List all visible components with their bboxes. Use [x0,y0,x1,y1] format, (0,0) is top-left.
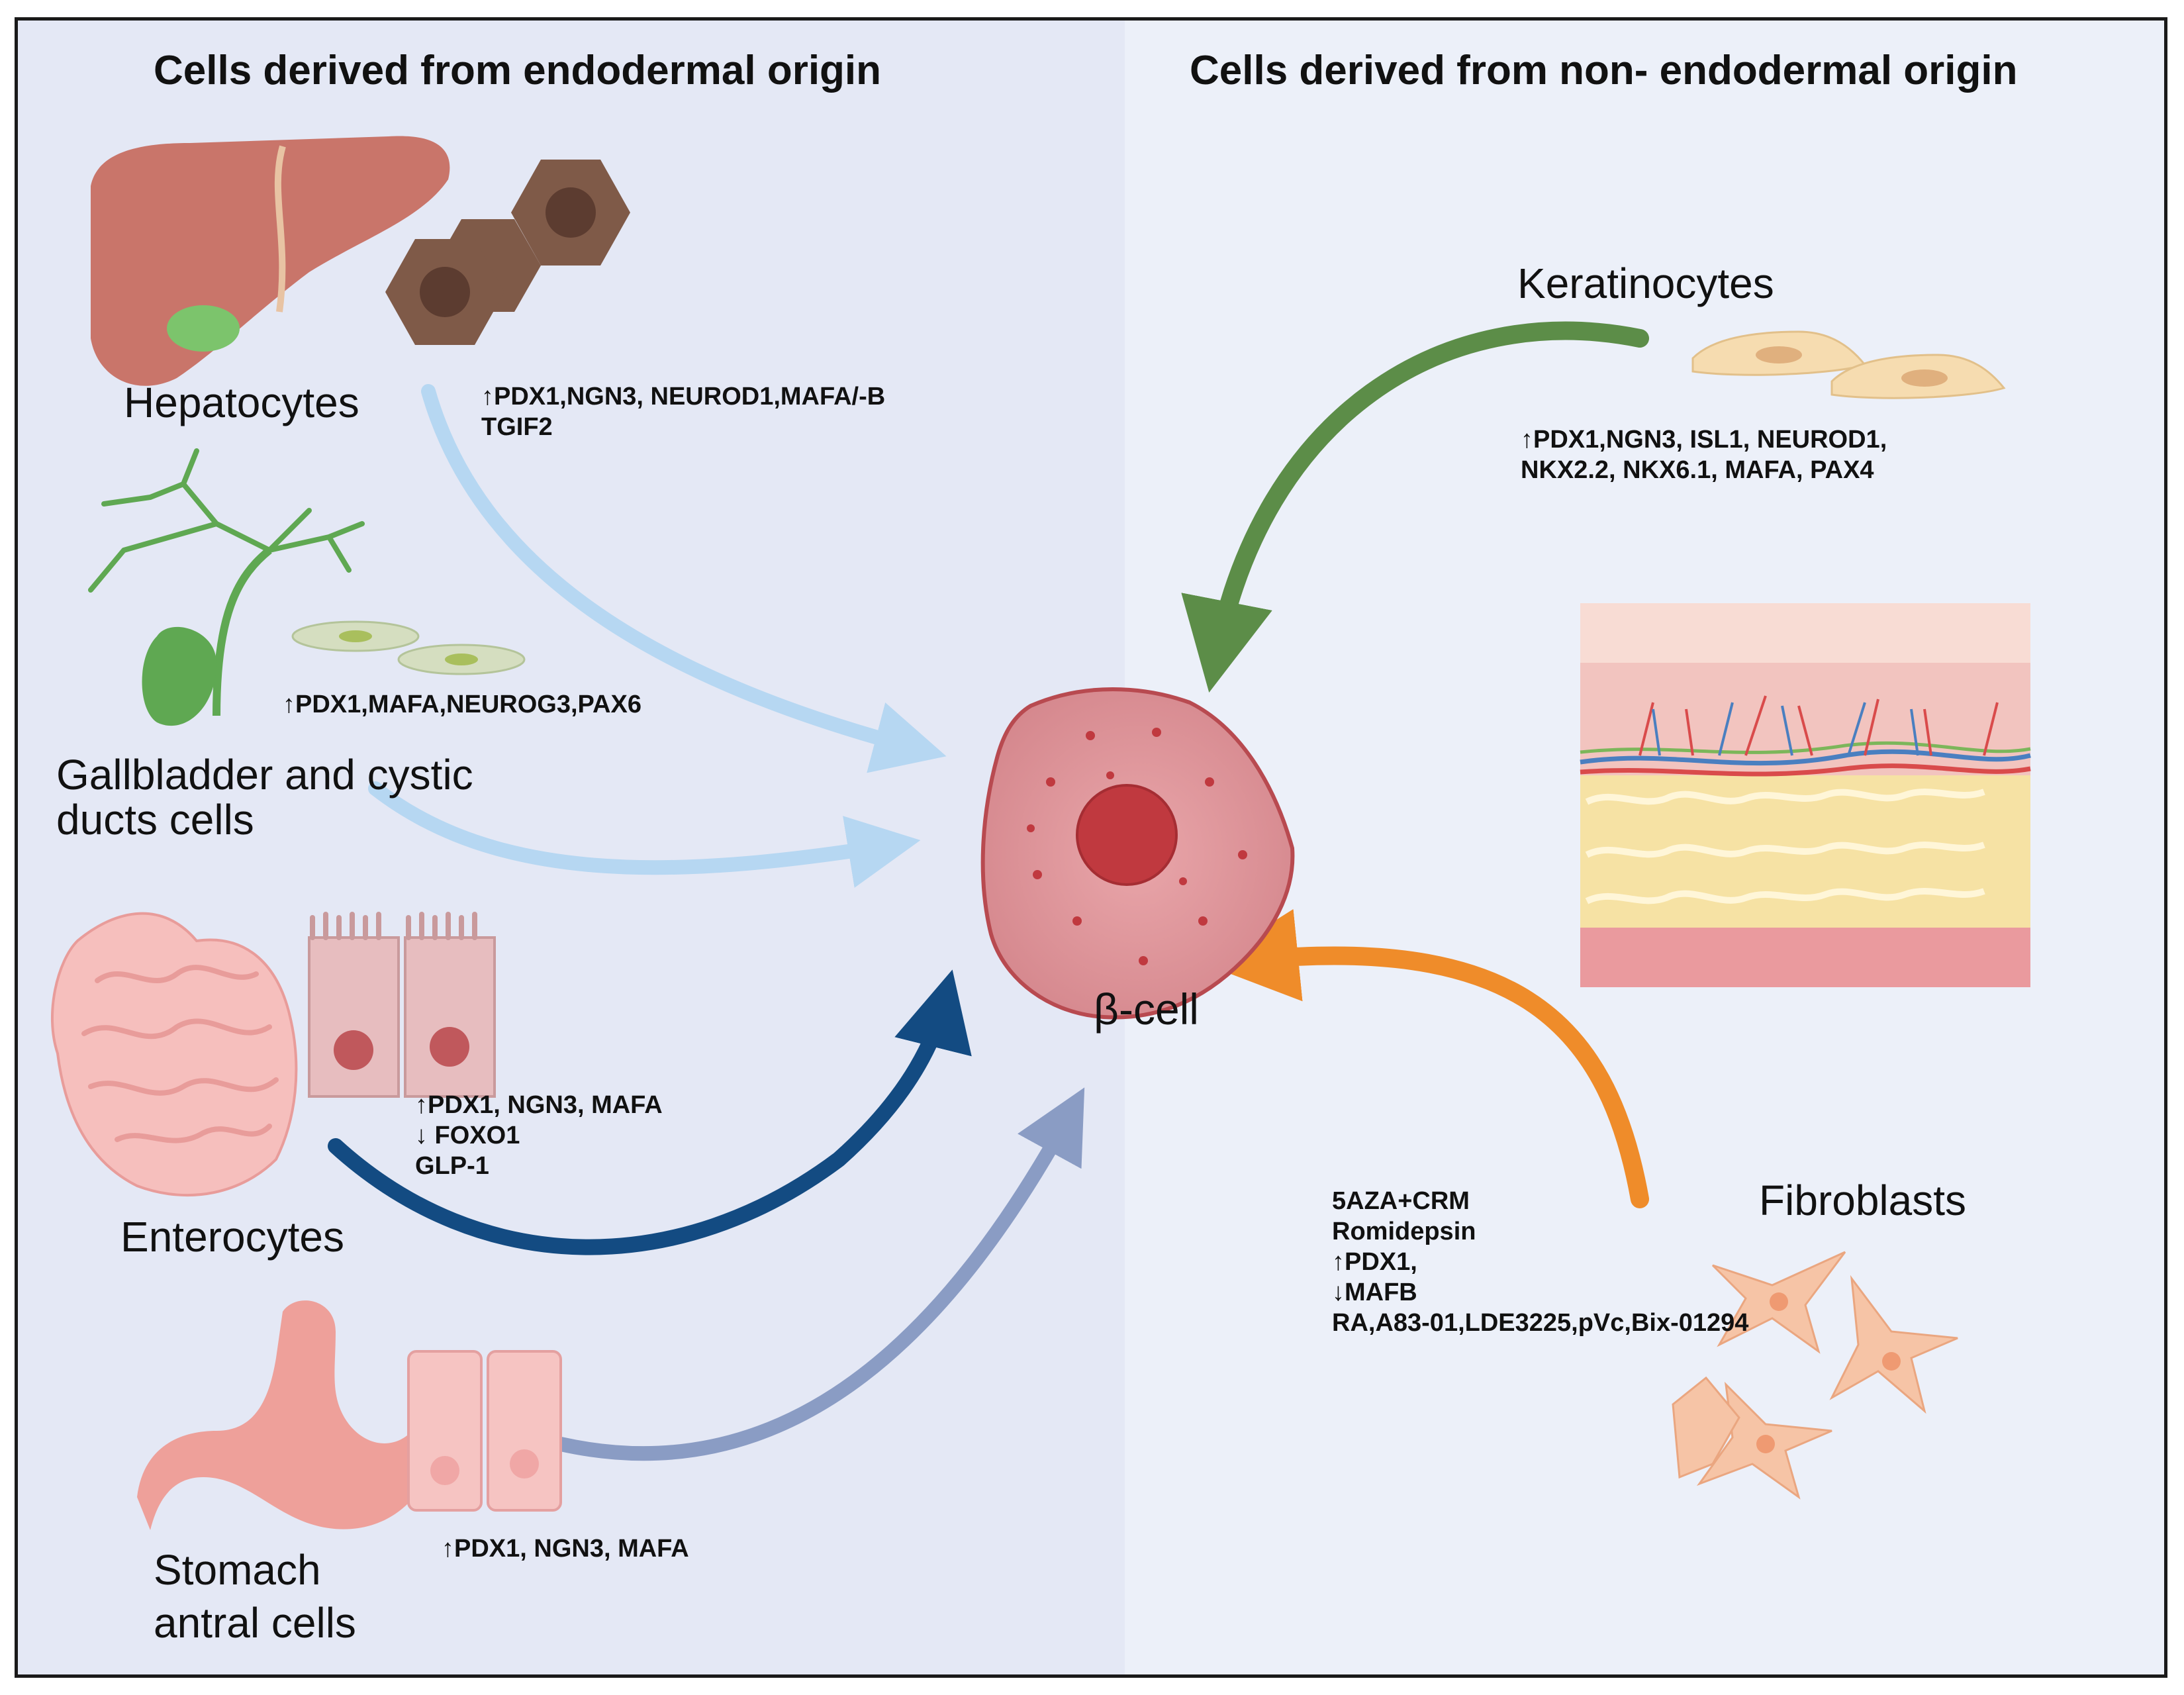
hepatocytes-label: Hepatocytes [124,379,359,426]
keratinocytes-genes: ↑PDX1,NGN3, ISL1, NEUROD1, NKX2.2, NKX6.… [1521,426,1887,484]
beta-cell-label: β-cell [1094,985,1199,1034]
stomach-genes: ↑PDX1, NGN3, MAFA [442,1535,689,1563]
duct-cells-icon [291,620,526,675]
enterocytes-genes: ↑PDX1, NGN3, MAFA ↓ FOXO1 GLP-1 [415,1091,663,1180]
keratinocyte-cells-icon [1691,330,2006,399]
fibroblasts-genes: 5AZA+CRM Romidepsin ↑PDX1, ↓MAFB RA,A83-… [1332,1187,1749,1337]
heading-endodermal: Cells derived from endodermal origin [154,48,882,93]
arrow-enterocytes [328,969,972,1255]
skin-tissue-icon [1580,603,2031,987]
hepatocytes-genes: ↑PDX1,NGN3, NEUROD1,MAFA/-B TGIF2 [481,383,886,441]
enterocyte-cells-icon [308,912,496,1098]
arrow-keratinocytes [1181,321,1649,693]
fibroblasts-label: Fibroblasts [1759,1177,1966,1224]
arrow-fibroblasts [1206,909,1649,1208]
diagram-artwork [50,136,2031,1530]
gallbladder-label: Gallbladder and cystic ducts cells [56,751,473,844]
keratinocytes-label: Keratinocytes [1517,260,1774,307]
arrow-stomach [553,1087,1085,1461]
enterocytes-label: Enterocytes [120,1213,344,1261]
intestine-icon [50,912,298,1197]
liver-icon [91,136,450,386]
gallbladder-genes: ↑PDX1,MAFA,NEUROG3,PAX6 [283,691,641,718]
hepatocyte-cells-icon [385,160,630,345]
figure-frame: Cells derived from endodermal origin Cel… [15,17,2167,1678]
heading-non-endodermal: Cells derived from non- endodermal origi… [1190,48,2018,93]
beta-cell [980,687,1295,1020]
arrow-hepatocytes [421,384,947,773]
gallbladder-icon [88,448,365,726]
arrow-gallbladder [368,781,921,888]
antral-cells-icon [407,1350,562,1512]
stomach-icon [137,1300,435,1530]
stomach-label: Stomach antral cells [154,1546,356,1647]
